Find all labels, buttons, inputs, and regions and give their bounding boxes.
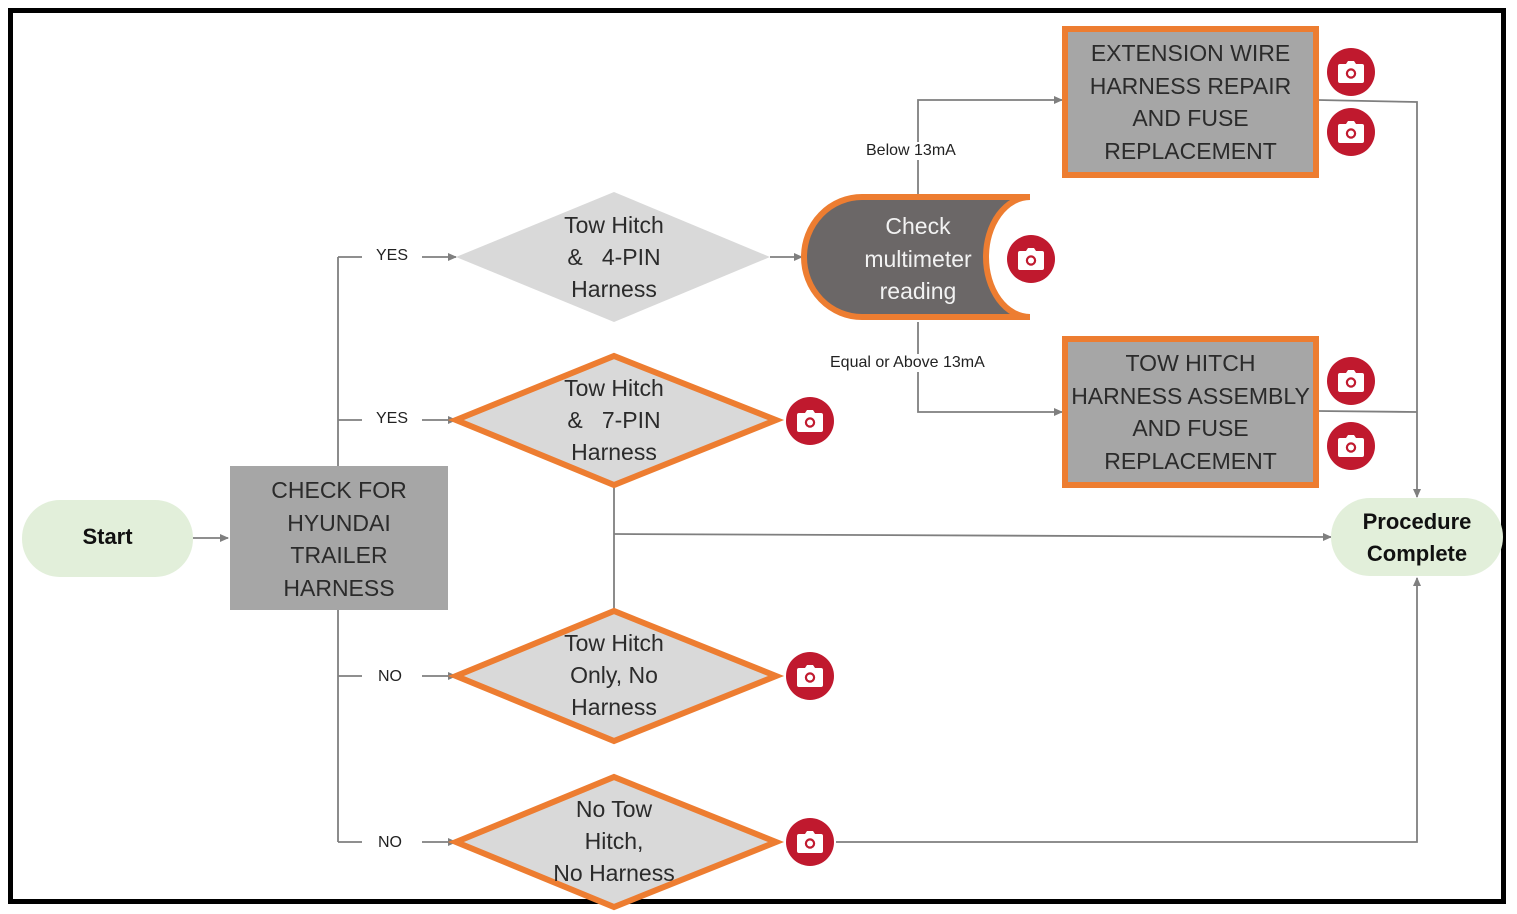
diamond-4pin-label: Tow Hitch & 4-PIN Harness: [514, 209, 714, 305]
camera-icon[interactable]: [786, 652, 834, 700]
check-harness-line: HARNESS: [283, 574, 395, 601]
edge-extension-complete: [1317, 99, 1421, 498]
multimeter-line: multimeter: [864, 245, 972, 272]
diamond-4pin-line: & 4-PIN: [567, 244, 661, 270]
camera-icon[interactable]: [1327, 48, 1375, 96]
check-harness-line: HYUNDAI: [287, 509, 391, 536]
complete-label-line: Procedure: [1362, 509, 1472, 534]
connectors: [193, 96, 1421, 846]
multimeter-shape: [801, 194, 1031, 320]
diamond-7pin-line: Tow Hitch: [564, 375, 664, 401]
tow-assembly-line: AND FUSE: [1132, 415, 1249, 441]
edge-label-no: NO: [374, 834, 406, 852]
diamond-tow-only: [448, 607, 785, 745]
tow-assembly-line: REPLACEMENT: [1104, 447, 1277, 474]
diamond-tow-only-line: Only, No: [570, 662, 658, 688]
diamond-4pin: [456, 192, 770, 322]
diamond-no-tow-line: Hitch,: [584, 828, 644, 854]
edge-below: [917, 96, 1063, 195]
edge-label-below: Below 13mA: [862, 142, 960, 160]
diamond-7pin-label: Tow Hitch & 7-PIN Harness: [514, 372, 714, 468]
camera-icon[interactable]: [1327, 422, 1375, 470]
extension-repair-line: REPLACEMENT: [1104, 137, 1277, 164]
multimeter-label: Check multimeter reading: [828, 210, 1008, 308]
diamond-4pin-line: Harness: [571, 276, 657, 302]
check-harness-line: TRAILER: [290, 542, 388, 568]
camera-icon[interactable]: [1327, 357, 1375, 405]
edge-to-complete: [613, 532, 1332, 541]
edge-label-equal-above: Equal or Above 13mA: [826, 354, 989, 372]
edge-label-yes: YES: [372, 410, 413, 428]
diamond-7pin-line: & 7-PIN: [567, 407, 661, 433]
diamond-no-tow-line: No Tow: [575, 796, 653, 822]
camera-icon[interactable]: [786, 818, 834, 866]
tow-assembly-line: HARNESS ASSEMBLY: [1071, 382, 1310, 409]
diamond-tow-only-label: Tow Hitch Only, No Harness: [514, 627, 714, 723]
start-label: Start: [82, 524, 133, 549]
extension-repair-line: EXTENSION WIRE: [1090, 40, 1291, 66]
multimeter-line: reading: [879, 278, 957, 304]
edge-above: [917, 322, 1063, 416]
diamond-no-tow-label: No Tow Hitch, No Harness: [514, 793, 714, 889]
diamond-no-tow: [448, 773, 785, 911]
edge-label-yes: YES: [372, 247, 413, 265]
extension-repair-line: HARNESS REPAIR: [1089, 72, 1292, 99]
extension-repair-line: AND FUSE: [1132, 105, 1249, 131]
camera-icon[interactable]: [1007, 235, 1055, 283]
camera-icon[interactable]: [1327, 108, 1375, 156]
diamond-7pin: [448, 352, 785, 489]
extension-repair-box: [1062, 26, 1319, 178]
check-harness-label: CHECK FOR HYUNDAI TRAILER HARNESS: [230, 474, 448, 604]
diamond-7pin-line: Harness: [571, 439, 657, 465]
diamond-tow-only-line: Harness: [571, 694, 657, 720]
check-harness-box: [230, 466, 448, 610]
edge-notow-complete: [836, 577, 1421, 843]
diamond-tow-only-line: Tow Hitch: [564, 630, 664, 656]
multimeter-line: Check: [885, 213, 951, 239]
complete-label: Procedure Complete: [1331, 506, 1503, 570]
complete-label-line: Complete: [1366, 541, 1468, 566]
tow-assembly-box: [1062, 336, 1319, 488]
diamond-no-tow-line: No Harness: [553, 860, 675, 886]
check-harness-line: CHECK FOR: [271, 477, 407, 503]
edge-label-no: NO: [374, 668, 406, 686]
complete-terminal: [1331, 498, 1503, 576]
tow-assembly-line: TOW HITCH: [1125, 350, 1256, 376]
diamond-4pin-line: Tow Hitch: [564, 212, 664, 238]
diagram-frame: [8, 8, 1506, 904]
camera-icon[interactable]: [786, 397, 834, 445]
tow-assembly-label: TOW HITCH HARNESS ASSEMBLY AND FUSE REPL…: [1065, 347, 1316, 477]
start-terminal: [22, 500, 193, 577]
edge-assembly-complete: [1317, 410, 1418, 413]
extension-repair-label: EXTENSION WIRE HARNESS REPAIR AND FUSE R…: [1065, 37, 1316, 167]
